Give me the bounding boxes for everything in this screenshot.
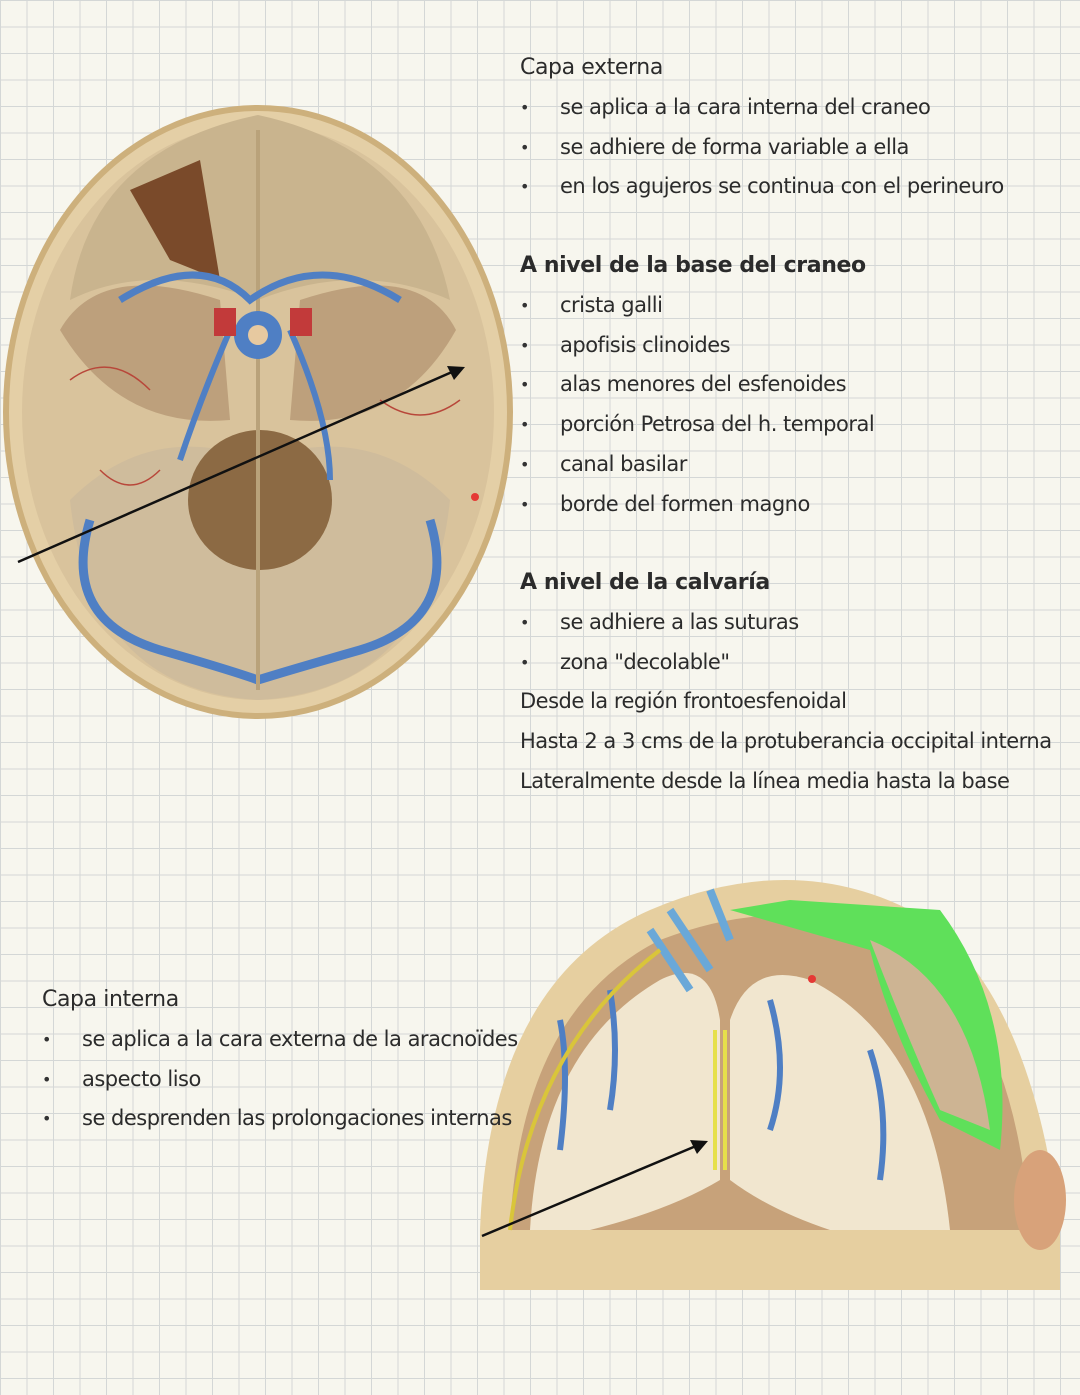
list-item: se desprenden las prolongaciones interna…	[42, 1099, 518, 1139]
base-craneo-section: A nivel de la base del craneo crista gal…	[520, 246, 875, 525]
list-item: zona "decolable"	[520, 643, 1052, 683]
calvaria-list: se adhiere a las suturas zona "decolable…	[520, 603, 1052, 682]
list-item: apofisis clinoides	[520, 326, 874, 366]
calvaria-title: A nivel de la calvaría	[520, 570, 770, 595]
list-item: alas menores del esfenoides	[520, 365, 874, 405]
list-item: aspecto liso	[42, 1060, 518, 1100]
list-item: se adhiere de forma variable a ella	[520, 128, 1004, 168]
list-item: se adhiere a las suturas	[520, 603, 1052, 643]
capa-interna-title: Capa interna	[42, 987, 179, 1012]
list-item: borde del formen magno	[520, 485, 874, 525]
list-item: en los agujeros se continua con el perin…	[520, 167, 1004, 207]
capa-interna-section: Capa interna se aplica a la cara externa…	[42, 980, 518, 1139]
capa-interna-list: se aplica a la cara externa de la aracno…	[42, 1020, 518, 1139]
skull-base-illustration	[3, 105, 513, 719]
list-item: porción Petrosa del h. temporal	[520, 405, 875, 445]
base-craneo-list: crista galli apofisis clinoides alas men…	[520, 286, 875, 525]
calvaria-section: A nivel de la calvaría se adhiere a las …	[520, 563, 1052, 802]
capa-externa-title: Capa externa	[520, 55, 663, 80]
calvaria-line: Lateralmente desde la línea media hasta …	[520, 768, 1010, 793]
calvaria-line: Desde la región frontoesfenoidal	[520, 689, 847, 714]
list-item: se aplica a la cara externa de la aracno…	[42, 1020, 518, 1060]
coronal-brain-illustration	[480, 880, 1066, 1290]
capa-externa-list: se aplica a la cara interna del craneo s…	[520, 88, 1004, 207]
calvaria-line: Hasta 2 a 3 cms de la protuberancia occi…	[520, 729, 1052, 754]
list-item: crista galli	[520, 286, 874, 326]
base-craneo-title: A nivel de la base del craneo	[520, 253, 866, 278]
capa-externa-section: Capa externa se aplica a la cara interna…	[520, 48, 1004, 207]
list-item: se aplica a la cara interna del craneo	[520, 88, 1004, 128]
list-item: canal basilar	[520, 445, 874, 485]
